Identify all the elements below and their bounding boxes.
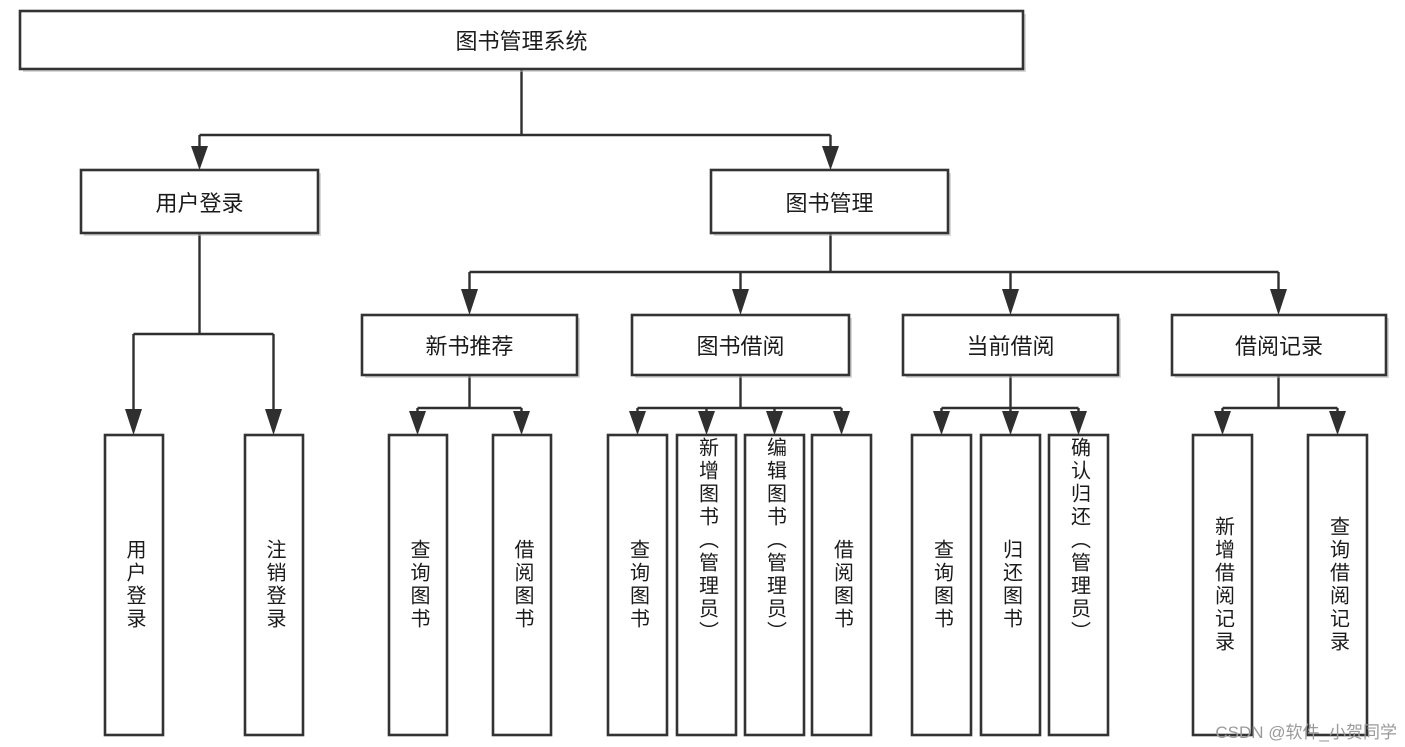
node-leaf-current-c[interactable] [1047,433,1110,737]
node-leaf-record-a[interactable] [1191,433,1254,737]
arrow-borrow-leaf-b [698,411,715,435]
arrow-bookmanage-to-borrow [732,289,749,315]
node-leaf-borrow-c[interactable] [743,433,806,737]
node-book-borrow[interactable] [630,313,851,377]
arrow-record-leaf-a [1214,411,1231,435]
arrow-root-to-user-login [191,146,208,170]
arrow-borrow-leaf-d [833,411,850,435]
arrow-borrow-leaf-a [629,411,646,435]
arrow-bookmanage-to-record [1270,289,1287,315]
node-leaf-borrow-b[interactable] [675,433,738,737]
node-new-book-recommend[interactable] [360,313,579,377]
arrow-bookmanage-to-recommend [461,289,478,315]
arrow-current-leaf-c [1070,411,1087,435]
connector-layer [125,70,1346,435]
arrow-recommend-leaf-b [513,411,530,435]
node-leaf-user-login-b[interactable] [243,433,305,737]
node-leaf-current-b[interactable] [979,433,1042,737]
node-leaf-user-login-a[interactable] [103,433,165,737]
arrow-record-leaf-b [1329,411,1346,435]
arrow-current-leaf-a [933,411,950,435]
node-leaf-current-a[interactable] [910,433,973,737]
arrow-recommend-leaf-a [409,411,426,435]
arrow-root-to-book-manage [822,146,839,170]
arrow-userlogin-leaf-b [265,409,282,435]
node-leaf-borrow-a[interactable] [606,433,669,737]
node-root[interactable] [18,9,1025,71]
arrow-userlogin-leaf-a [125,409,142,435]
node-leaf-borrow-d[interactable] [810,433,873,737]
node-book-manage[interactable] [709,168,950,235]
node-user-login[interactable] [79,168,320,235]
node-current-borrow[interactable] [901,313,1120,377]
csdn-watermark: CSDN @软件_小贺同学 [1215,723,1397,742]
arrow-bookmanage-to-current [1002,289,1019,315]
arrow-current-leaf-b [1002,411,1019,435]
arrow-borrow-leaf-c [766,411,783,435]
node-leaf-recommend-b[interactable] [491,433,553,737]
node-leaf-record-b[interactable] [1306,433,1369,737]
node-layer [18,9,1389,737]
node-leaf-recommend-a[interactable] [387,433,449,737]
node-borrow-record[interactable] [1170,313,1388,377]
